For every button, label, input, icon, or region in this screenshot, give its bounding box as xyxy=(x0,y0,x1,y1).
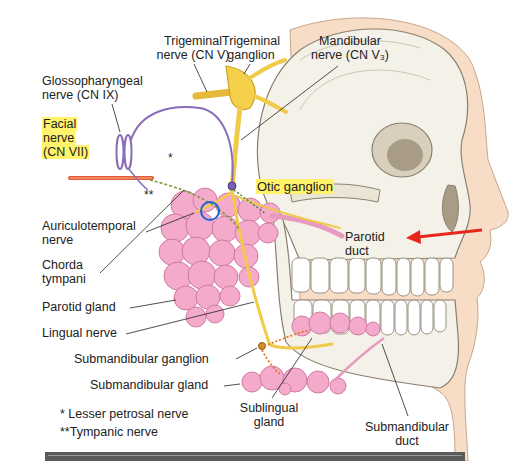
part-label: Otic ganglion xyxy=(256,179,334,194)
label-slot: Otic ganglion xyxy=(256,180,334,195)
part-label: ** xyxy=(144,188,153,202)
part-label: Mandibular nerve (CN V₃) xyxy=(311,34,389,62)
part-label: * xyxy=(168,151,173,165)
label-slot: Glossopharyngeal nerve (CN IX) xyxy=(42,74,154,102)
blue-marker-circle xyxy=(201,202,219,220)
part-label: Glossopharyngeal nerve (CN IX) xyxy=(42,74,143,102)
label-slot: Parotid duct xyxy=(345,230,397,258)
chorda-tympani xyxy=(150,180,240,230)
orbit-depth xyxy=(387,139,423,171)
sublingual-gland xyxy=(292,312,380,336)
part-label: Trigeminal ganglion xyxy=(222,34,280,62)
label-slot: Parotid gland xyxy=(42,300,116,314)
lower-teeth xyxy=(294,300,446,335)
part-label: Submandibular ganglion xyxy=(74,352,209,366)
label-slot: **Tympanic nerve xyxy=(60,425,158,439)
submandibular-duct-tube xyxy=(335,338,384,380)
label-slot: * xyxy=(168,152,173,165)
label-slot: Sublingual gland xyxy=(236,401,302,429)
facial-nerve-inner xyxy=(70,177,152,179)
label-slot: Trigeminal ganglion xyxy=(216,34,286,62)
orbit xyxy=(372,123,432,177)
label-slot: Submandibular ganglion xyxy=(74,352,209,366)
label-slot: * Lesser petrosal nerve xyxy=(60,407,189,421)
part-label: Lingual nerve xyxy=(42,326,117,340)
parotid-gland xyxy=(159,188,280,327)
part-label: Trigeminal nerve (CN V) xyxy=(157,34,230,62)
facial-nerve xyxy=(70,176,152,180)
skull xyxy=(258,29,471,260)
label-slot: Lingual nerve xyxy=(42,326,117,340)
part-label: Parotid duct xyxy=(345,230,385,258)
label-slot: Submandibular duct xyxy=(362,420,452,448)
label-slot: Auriculotemporal nerve xyxy=(42,219,152,247)
red-arrow-shaft xyxy=(418,230,482,237)
glossopharyngeal-nerve xyxy=(117,107,233,190)
red-arrow-head xyxy=(406,230,421,244)
label-slot: Chorda tympani xyxy=(42,258,102,286)
part-label: Parotid gland xyxy=(42,300,116,314)
part-label: Auriculotemporal nerve xyxy=(42,219,136,247)
nasal-aperture xyxy=(442,185,458,232)
part-label: Chorda tympani xyxy=(42,258,86,286)
mandible xyxy=(262,205,458,388)
label-slot: ** xyxy=(144,189,153,202)
label-slot: Trigeminal nerve (CN V) xyxy=(152,34,234,62)
part-label: Submandibular gland xyxy=(90,378,208,392)
temporal-line xyxy=(300,70,430,110)
upper-teeth xyxy=(292,258,453,296)
part-label: Submandibular duct xyxy=(365,420,449,448)
part-label: * Lesser petrosal nerve xyxy=(60,407,189,421)
part-label: Sublingual gland xyxy=(240,401,298,429)
label-slot: Facial nerve (CN VII) xyxy=(42,117,97,159)
part-label: Facial nerve (CN VII) xyxy=(42,117,89,159)
submandibular-gland xyxy=(242,366,346,395)
part-label: **Tympanic nerve xyxy=(60,425,158,439)
trigeminal-nerve xyxy=(196,60,340,348)
label-slot: Mandibular nerve (CN V₃) xyxy=(306,34,394,62)
bottom-panel-rule xyxy=(48,455,462,456)
bottom-panel xyxy=(45,452,465,461)
otic-ganglion xyxy=(228,182,236,190)
label-slot: Submandibular gland xyxy=(90,378,208,392)
